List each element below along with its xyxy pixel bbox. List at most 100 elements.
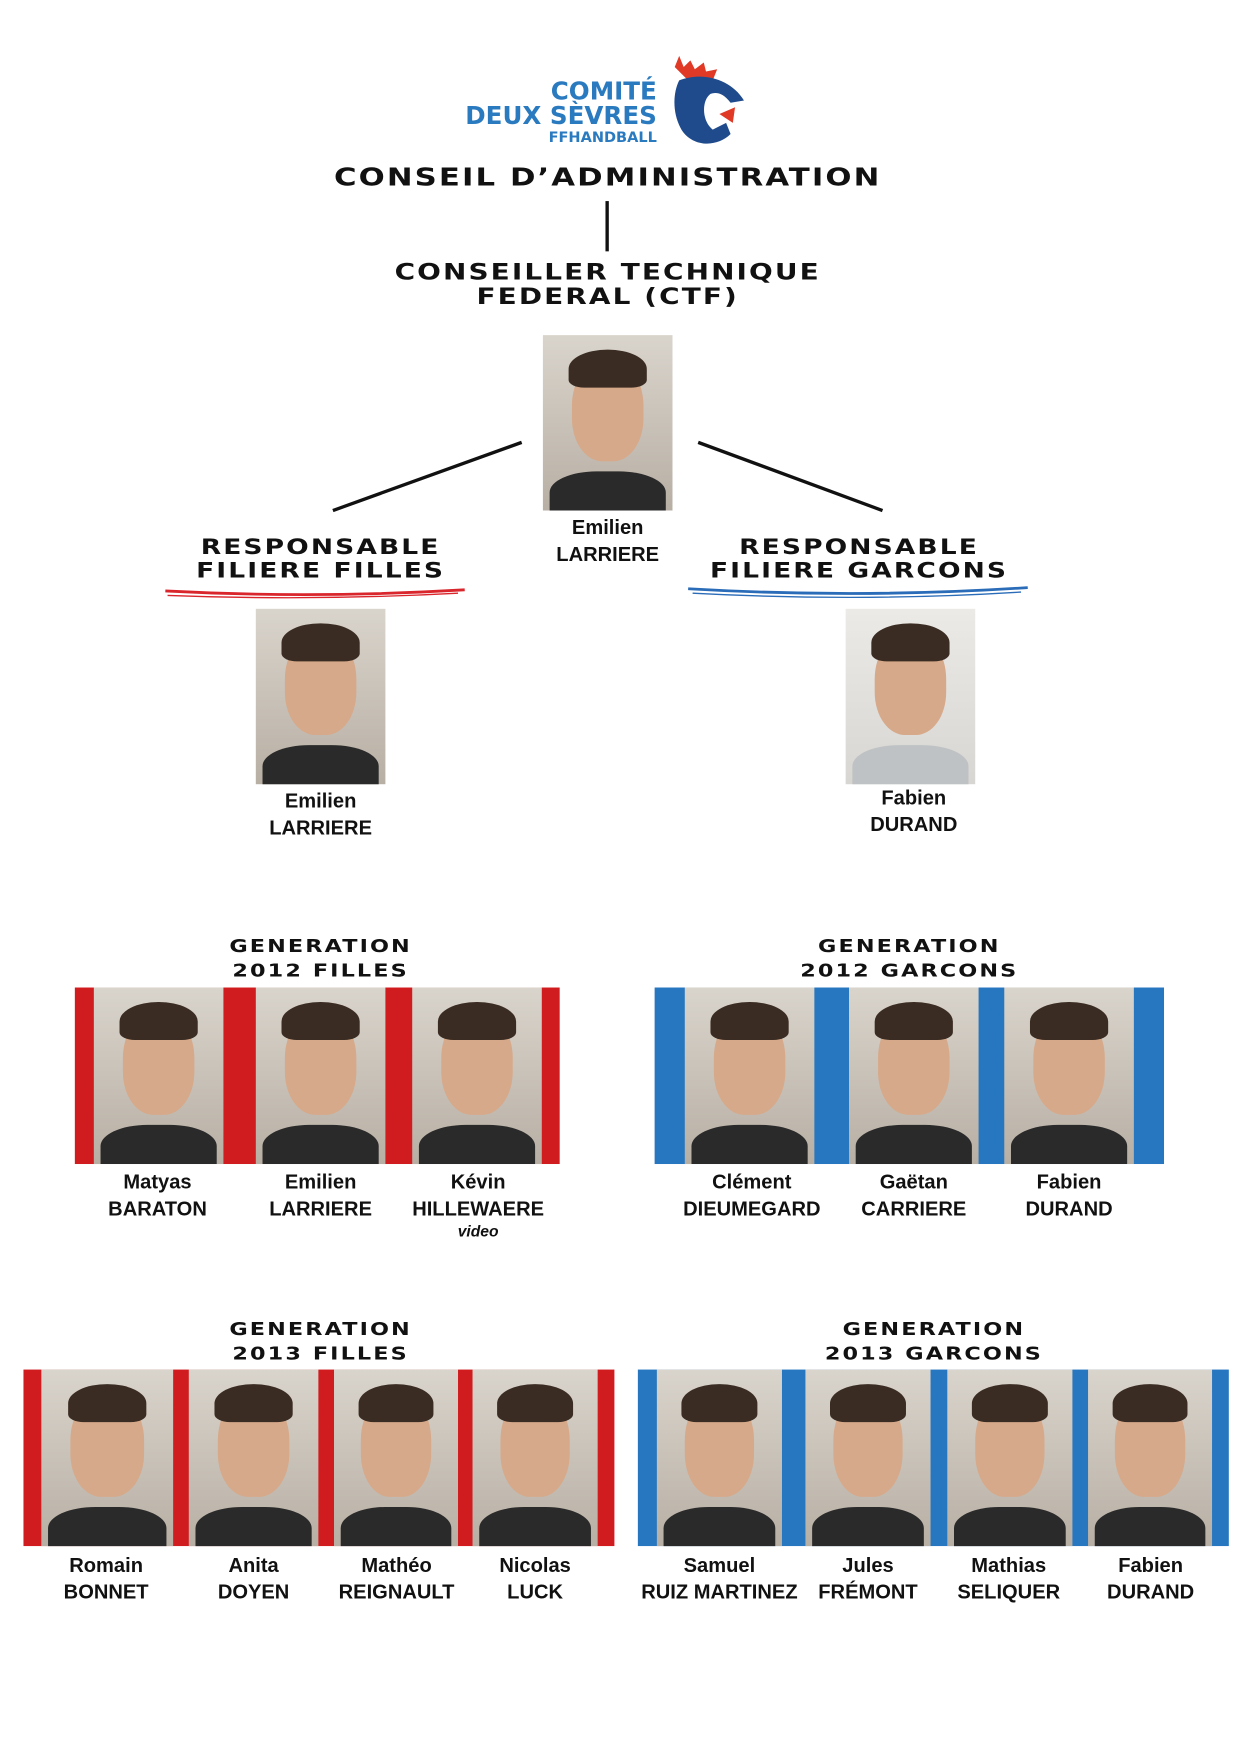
logo-line-1: COMITÉ xyxy=(550,78,657,107)
red-underline xyxy=(165,588,465,596)
ctf-name: Emilien LARRIERE xyxy=(556,514,659,568)
group-title: GENERATION 2013 FILLES xyxy=(111,1317,530,1366)
first-name: Mathias xyxy=(971,1553,1047,1577)
member-name: Fabien DURAND xyxy=(1107,1552,1194,1606)
branch-line-right xyxy=(697,440,884,513)
member-photo xyxy=(412,987,542,1165)
member-name: Samuel RUIZ MARTINEZ xyxy=(641,1552,797,1606)
last-name: FRÉMONT xyxy=(818,1580,918,1604)
first-name: Fabien xyxy=(1036,1170,1102,1194)
last-name: SELIQUER xyxy=(957,1580,1061,1604)
group-title-line-1: GENERATION xyxy=(229,1318,412,1340)
group-title-line-2: 2013 GARCONS xyxy=(824,1342,1043,1364)
last-name: RUIZ MARTINEZ xyxy=(641,1580,798,1604)
blue-underline xyxy=(688,586,1028,595)
last-name: LARRIERE xyxy=(556,542,660,566)
group-title: GENERATION 2012 GARCONS xyxy=(700,934,1119,983)
resp-filles-photo xyxy=(255,608,386,785)
member-photo xyxy=(334,1369,459,1547)
last-name: BARATON xyxy=(108,1197,207,1220)
last-name: DOYEN xyxy=(217,1580,290,1604)
last-name: BONNET xyxy=(63,1580,149,1604)
resp-filles-name: Emilien LARRIERE xyxy=(269,788,372,842)
branch-line-left xyxy=(332,440,523,513)
member-photo xyxy=(93,987,224,1165)
first-name: Kévin xyxy=(450,1170,506,1194)
last-name: LUCK xyxy=(507,1580,564,1604)
member-photo xyxy=(1088,1369,1213,1547)
first-name: Jules xyxy=(842,1553,894,1577)
logo-line-2: DEUX SÈVRES xyxy=(465,102,657,131)
group-title-line-2: 2012 GARCONS xyxy=(800,959,1019,981)
group-title: GENERATION 2012 FILLES xyxy=(111,934,530,983)
first-name: Matyas xyxy=(123,1170,192,1194)
member-photo xyxy=(684,987,815,1165)
member-name: Mathéo REIGNAULT xyxy=(339,1552,455,1606)
group-title-line-2: 2013 FILLES xyxy=(232,1342,409,1364)
first-name: Samuel xyxy=(683,1553,756,1577)
group-title: GENERATION 2013 GARCONS xyxy=(724,1317,1143,1366)
last-name: REIGNAULT xyxy=(338,1580,455,1604)
first-name: Clément xyxy=(712,1170,792,1194)
member-name: Gaëtan CARRIERE xyxy=(861,1168,966,1222)
last-name: DURAND xyxy=(1025,1197,1113,1220)
ctf-title-line-2: FEDERAL (CTF) xyxy=(476,282,739,310)
rooster-icon xyxy=(674,55,744,144)
member-name: Romain BONNET xyxy=(64,1552,149,1606)
title-line-2: FILIERE GARCONS xyxy=(709,558,1009,584)
first-name: Emilien xyxy=(571,516,644,539)
first-name: Emilien xyxy=(284,1170,357,1194)
ctf-title: CONSEILLER TECHNIQUE FEDERAL (CTF) xyxy=(259,259,957,308)
member-photo xyxy=(41,1369,174,1547)
first-name: Gaëtan xyxy=(879,1170,948,1194)
ctf-photo xyxy=(542,335,673,511)
last-name: LARRIERE xyxy=(269,1197,373,1220)
title-line-1: RESPONSABLE xyxy=(200,535,441,560)
first-name: Emilien xyxy=(284,789,357,813)
group-title-line-1: GENERATION xyxy=(229,935,412,957)
logo-line-3: FFHANDBALL xyxy=(548,129,657,147)
group-title-line-1: GENERATION xyxy=(818,935,1001,957)
ctf-title-line-1: CONSEILLER TECHNIQUE xyxy=(394,258,821,285)
first-name: Nicolas xyxy=(499,1553,571,1577)
member-photo xyxy=(1004,987,1134,1165)
member-photo xyxy=(848,987,979,1165)
last-name: HILLEWAERE xyxy=(412,1197,545,1220)
title-line-2: FILIERE FILLES xyxy=(196,558,446,584)
first-name: Anita xyxy=(228,1553,279,1577)
first-name: Fabien xyxy=(881,786,947,809)
branch-lines xyxy=(165,440,1028,599)
first-name: Romain xyxy=(69,1553,143,1577)
group-title-line-1: GENERATION xyxy=(842,1318,1026,1340)
member-name: Matyas BARATON xyxy=(108,1168,207,1222)
last-name: DURAND xyxy=(1107,1580,1195,1604)
board-title: CONSEIL D’ADMINISTRATION xyxy=(334,164,882,193)
group-title-line-2: 2012 FILLES xyxy=(232,959,409,981)
member-photo xyxy=(255,987,386,1165)
member-photo xyxy=(805,1369,931,1547)
member-name: Jules FRÉMONT xyxy=(818,1552,917,1606)
last-name: CARRIERE xyxy=(861,1197,967,1220)
first-name: Fabien xyxy=(1118,1553,1184,1577)
last-name: LARRIERE xyxy=(269,816,373,839)
member-photo xyxy=(947,1369,1073,1547)
resp-garcons-title: RESPONSABLE FILIERE GARCONS xyxy=(650,536,1069,583)
last-name: DURAND xyxy=(870,813,958,836)
member-photo xyxy=(188,1369,319,1547)
member-name: Kévin HILLEWAERE video xyxy=(412,1168,545,1240)
title-line-1: RESPONSABLE xyxy=(739,535,979,560)
resp-filles-title: RESPONSABLE FILIERE FILLES xyxy=(111,536,530,583)
member-name: Anita DOYEN xyxy=(218,1552,290,1606)
member-name: Fabien DURAND xyxy=(1025,1168,1112,1222)
member-name: Clément DIEUMEGARD xyxy=(683,1168,820,1222)
last-name: DIEUMEGARD xyxy=(683,1197,821,1220)
member-note: video xyxy=(457,1222,499,1240)
member-name: Emilien LARRIERE xyxy=(269,1168,372,1222)
member-photo xyxy=(472,1369,598,1547)
committee-logo: COMITÉ DEUX SÈVRES FFHANDBALL xyxy=(424,78,657,147)
resp-garcons-name: Fabien DURAND xyxy=(870,784,957,838)
first-name: Mathéo xyxy=(361,1553,432,1577)
member-photo xyxy=(656,1369,782,1547)
connector-line xyxy=(605,201,609,252)
